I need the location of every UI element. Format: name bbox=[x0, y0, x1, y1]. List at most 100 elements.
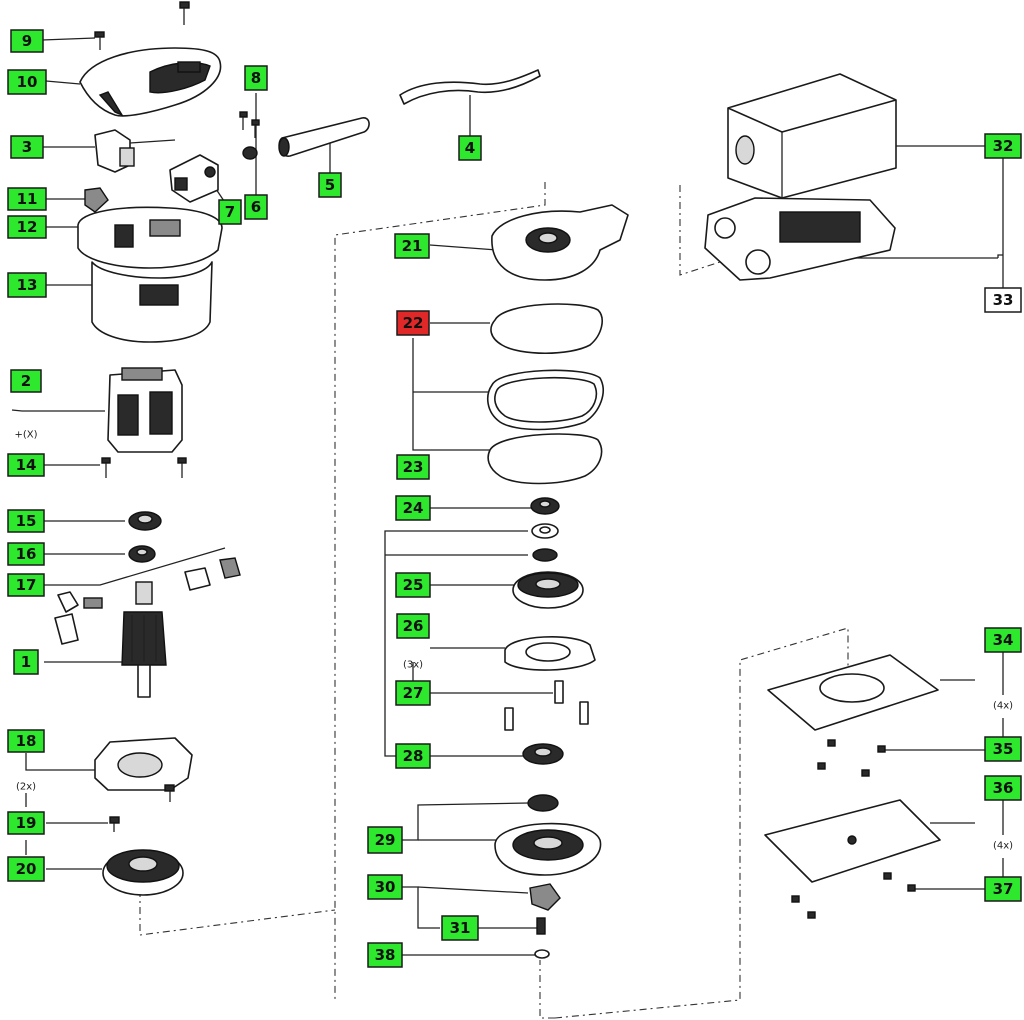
label-16[interactable]: 16 bbox=[7, 542, 45, 566]
svg-text:9: 9 bbox=[22, 32, 32, 50]
label-14[interactable]: 14 bbox=[7, 453, 45, 477]
label-33[interactable]: 33 bbox=[984, 287, 1022, 313]
svg-text:10: 10 bbox=[17, 73, 38, 91]
label-30[interactable]: 30 bbox=[367, 874, 403, 900]
svg-text:18: 18 bbox=[16, 732, 37, 750]
svg-text:23: 23 bbox=[403, 458, 424, 476]
svg-text:29: 29 bbox=[375, 831, 396, 849]
label-32[interactable]: 32 bbox=[984, 133, 1022, 159]
svg-text:24: 24 bbox=[403, 499, 424, 517]
svg-text:5: 5 bbox=[325, 176, 335, 194]
svg-text:4: 4 bbox=[465, 139, 475, 157]
label-1[interactable]: 1 bbox=[13, 649, 39, 675]
label-15[interactable]: 15 bbox=[7, 509, 45, 533]
label-11[interactable]: 11 bbox=[7, 187, 47, 211]
svg-text:32: 32 bbox=[993, 137, 1014, 155]
svg-text:11: 11 bbox=[17, 190, 38, 208]
quantity-notes: +(X) (2x) (3x) (4x) (4x) bbox=[14, 430, 1013, 852]
label-8[interactable]: 8 bbox=[244, 65, 268, 91]
housing-part-12-13 bbox=[77, 206, 223, 343]
label-9[interactable]: 9 bbox=[10, 29, 44, 53]
svg-text:34: 34 bbox=[993, 631, 1014, 649]
svg-text:16: 16 bbox=[16, 545, 37, 563]
label-6[interactable]: 6 bbox=[244, 194, 268, 220]
svg-text:35: 35 bbox=[993, 740, 1014, 758]
seal-part-22 bbox=[490, 303, 603, 355]
label-20[interactable]: 20 bbox=[7, 856, 45, 882]
label-22[interactable]: 22 bbox=[396, 310, 430, 336]
bearing-part-15 bbox=[128, 511, 162, 531]
svg-text:3: 3 bbox=[22, 138, 32, 156]
screw-part-19 bbox=[109, 816, 120, 832]
label-34[interactable]: 34 bbox=[984, 627, 1022, 653]
svg-text:20: 20 bbox=[16, 860, 37, 878]
svg-text:12: 12 bbox=[17, 218, 38, 236]
assembly-dashed-lines bbox=[139, 182, 849, 1019]
svg-text:38: 38 bbox=[375, 946, 396, 964]
svg-text:1: 1 bbox=[21, 653, 31, 671]
armature-part-1 bbox=[121, 581, 167, 698]
switch-part-3 bbox=[94, 129, 176, 173]
svg-text:13: 13 bbox=[17, 276, 38, 294]
label-12[interactable]: 12 bbox=[7, 215, 47, 239]
label-10[interactable]: 10 bbox=[7, 69, 47, 95]
label-4[interactable]: 4 bbox=[458, 135, 482, 161]
multiplier-18: (2x) bbox=[16, 782, 36, 793]
plate-part-18 bbox=[94, 737, 193, 802]
clip-part-6 bbox=[242, 146, 258, 160]
screws-part-14 bbox=[101, 457, 187, 478]
screw-part-9 bbox=[94, 31, 105, 50]
leader-lines bbox=[11, 37, 1004, 956]
connector-part-7 bbox=[169, 154, 219, 203]
cable-part-4 bbox=[399, 69, 541, 105]
label-26[interactable]: 26 bbox=[396, 613, 430, 639]
label-23[interactable]: 23 bbox=[396, 454, 430, 480]
svg-text:28: 28 bbox=[403, 747, 424, 765]
label-2[interactable]: 2 bbox=[10, 369, 42, 393]
svg-text:36: 36 bbox=[993, 779, 1014, 797]
pad-plate-part-34 bbox=[767, 654, 939, 731]
svg-text:6: 6 bbox=[251, 198, 261, 216]
screws-part-27 bbox=[504, 680, 589, 731]
eccentric-part-29 bbox=[494, 794, 602, 876]
label-38[interactable]: 38 bbox=[367, 942, 403, 968]
bearing-part-24 bbox=[530, 497, 560, 515]
svg-text:8: 8 bbox=[251, 69, 261, 87]
multiplier-26: (3x) bbox=[403, 660, 423, 671]
svg-text:21: 21 bbox=[402, 237, 423, 255]
label-13[interactable]: 13 bbox=[7, 272, 47, 298]
svg-text:27: 27 bbox=[403, 684, 424, 702]
label-7[interactable]: 7 bbox=[218, 199, 242, 225]
svg-text:7: 7 bbox=[225, 203, 235, 221]
svg-text:26: 26 bbox=[403, 617, 424, 635]
label-25[interactable]: 25 bbox=[395, 572, 431, 598]
sanding-pad-part-36 bbox=[764, 799, 941, 883]
label-17[interactable]: 17 bbox=[7, 573, 45, 597]
label-28[interactable]: 28 bbox=[395, 743, 431, 769]
label-18[interactable]: 18 bbox=[7, 729, 45, 753]
bearing-part-28 bbox=[522, 743, 564, 765]
label-31[interactable]: 31 bbox=[441, 915, 479, 941]
label-24[interactable]: 24 bbox=[395, 495, 431, 521]
seals-part-23 bbox=[486, 369, 604, 485]
label-36[interactable]: 36 bbox=[984, 775, 1022, 801]
label-35[interactable]: 35 bbox=[984, 736, 1022, 762]
clamp-part-30 bbox=[529, 883, 561, 911]
svg-text:22: 22 bbox=[403, 314, 424, 332]
cover-part-10 bbox=[79, 47, 222, 117]
plate-part-26 bbox=[504, 636, 596, 671]
label-5[interactable]: 5 bbox=[318, 172, 342, 198]
label-37[interactable]: 37 bbox=[984, 876, 1022, 902]
label-19[interactable]: 19 bbox=[7, 811, 45, 835]
svg-text:14: 14 bbox=[16, 456, 37, 474]
gear-part-20 bbox=[102, 849, 184, 896]
washer-part-24a bbox=[531, 523, 559, 539]
fan-housing-part-21 bbox=[491, 204, 629, 281]
label-29[interactable]: 29 bbox=[367, 826, 403, 854]
label-27[interactable]: 27 bbox=[395, 680, 431, 706]
dust-box-part-32 bbox=[727, 73, 897, 199]
label-21[interactable]: 21 bbox=[394, 233, 430, 259]
label-3[interactable]: 3 bbox=[10, 135, 44, 159]
svg-text:30: 30 bbox=[375, 878, 396, 896]
